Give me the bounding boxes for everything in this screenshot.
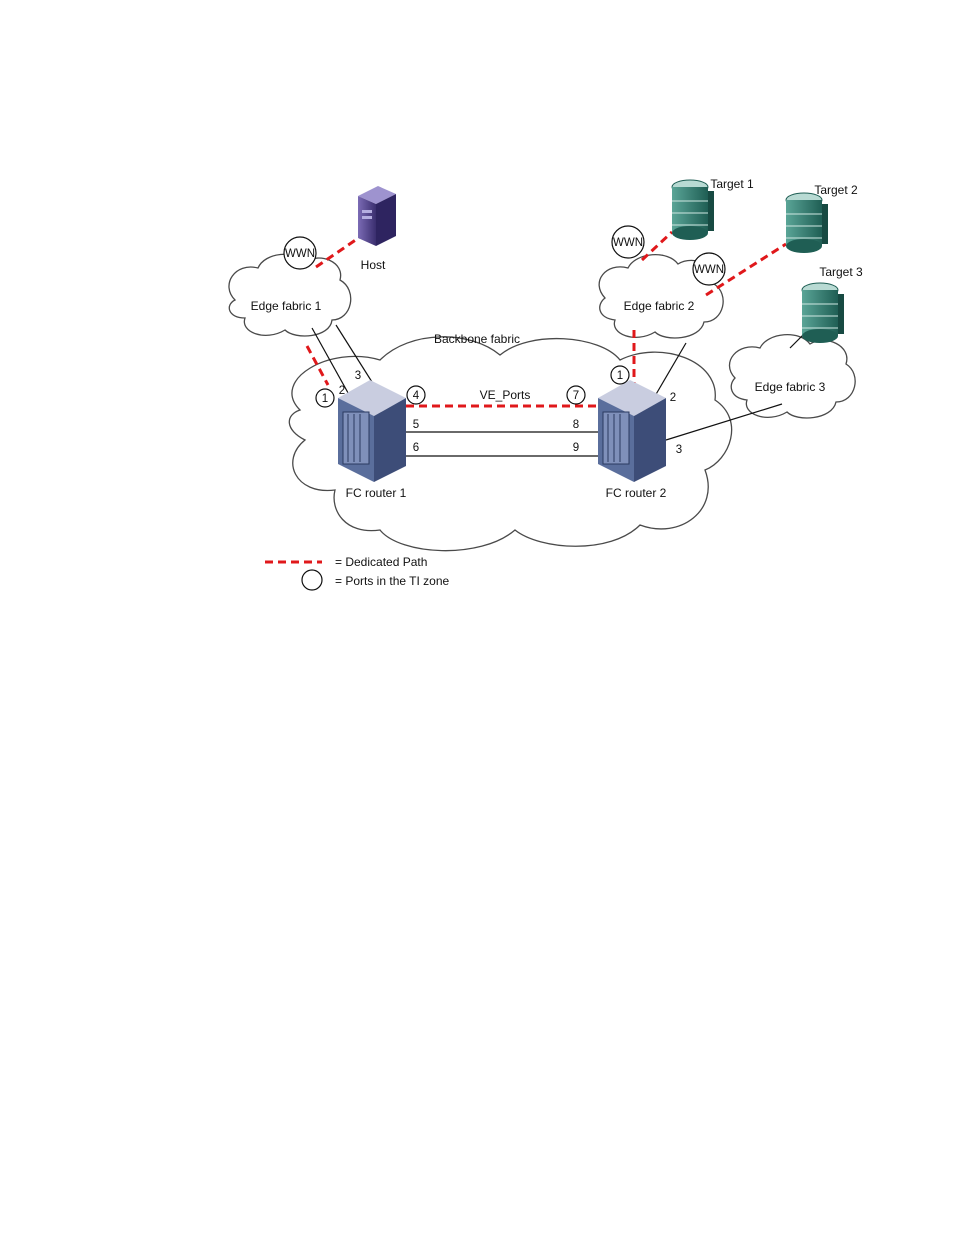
r1-port-4: 4 xyxy=(413,390,420,402)
target-1-storage-icon xyxy=(672,180,714,240)
r2-port-9: 9 xyxy=(573,442,579,454)
target-3-storage-icon xyxy=(802,283,844,343)
fc-router-2-label: FC router 2 xyxy=(606,486,667,500)
edge-fabric-3-label: Edge fabric 3 xyxy=(755,380,826,394)
r2-port-3: 3 xyxy=(676,444,682,456)
r2-port-7: 7 xyxy=(573,390,579,402)
wwn-label-host: WWN xyxy=(285,248,315,260)
wwn-label-target-2: WWN xyxy=(694,264,724,276)
fc-router-2-icon xyxy=(598,380,666,482)
dedicated-path-host-wwn xyxy=(316,237,360,267)
edge-fabric-1-cloud xyxy=(229,254,351,336)
edge-fabric-2-label: Edge fabric 2 xyxy=(624,299,695,313)
r2-port-1: 1 xyxy=(617,370,623,382)
fc-router-1-label: FC router 1 xyxy=(346,486,407,500)
target-1-label: Target 1 xyxy=(710,177,754,191)
r1-port-5: 5 xyxy=(413,419,419,431)
r2-port-8: 8 xyxy=(573,419,579,431)
r2-port-2: 2 xyxy=(670,392,676,404)
backbone-fabric-label: Backbone fabric xyxy=(434,332,520,346)
wwn-badge-target-2: WWN xyxy=(693,253,725,285)
edge-fabric-3-cloud xyxy=(729,335,855,418)
wwn-label-target-1: WWN xyxy=(613,237,643,249)
r1-port-1: 1 xyxy=(322,393,328,405)
legend-dedicated-path-label: = Dedicated Path xyxy=(335,555,427,569)
target-2-label: Target 2 xyxy=(814,183,858,197)
legend: = Dedicated Path = Ports in the TI zone xyxy=(265,555,450,590)
r1-port-2: 2 xyxy=(339,385,345,397)
legend-ti-zone-label: = Ports in the TI zone xyxy=(335,574,450,588)
host-label: Host xyxy=(361,258,386,272)
r1-port-6: 6 xyxy=(413,442,419,454)
target-3-label: Target 3 xyxy=(819,265,863,279)
wwn-badge-target-1: WWN xyxy=(612,226,644,258)
target-2-storage-icon xyxy=(786,193,828,253)
host-server-icon xyxy=(358,186,396,246)
fc-router-1-icon xyxy=(338,380,406,482)
r1-port-3: 3 xyxy=(355,370,361,382)
legend-ti-zone-ring xyxy=(302,570,322,590)
edge-fabric-1-label: Edge fabric 1 xyxy=(251,299,322,313)
wwn-badge-host: WWN xyxy=(284,237,316,269)
ve-ports-label: VE_Ports xyxy=(480,388,531,402)
